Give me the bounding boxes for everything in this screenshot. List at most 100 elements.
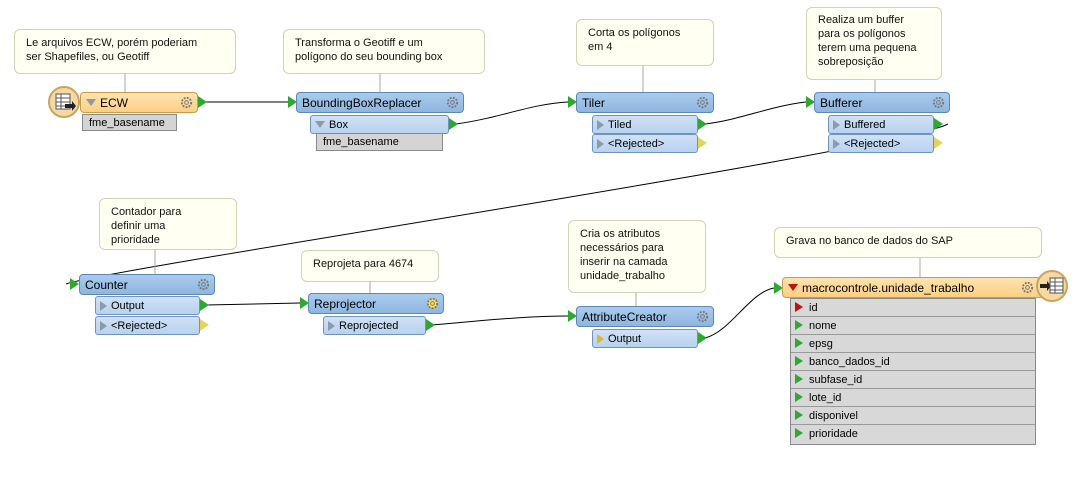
- attrcreator-header[interactable]: AttributeCreator: [576, 306, 714, 327]
- annotation-bbox: Transforma o Geotiff e um polígono do se…: [283, 29, 485, 74]
- writer-attribute-label: subfase_id: [809, 373, 863, 386]
- tiler-input-arrow-icon[interactable]: [568, 96, 577, 108]
- bufferer-port-buffered-label: Buffered: [844, 118, 886, 131]
- bbox-name: BoundingBoxReplacer: [302, 95, 422, 110]
- bufferer-port-rejected[interactable]: <Rejected>: [828, 134, 934, 153]
- bbox-port-box[interactable]: Box: [310, 115, 449, 134]
- reader-ecw-name: ECW: [100, 95, 128, 110]
- bbox-port-label: Box: [329, 118, 348, 131]
- bufferer-port-rejected-label: <Rejected>: [844, 137, 901, 150]
- tiler-output-arrow-icon[interactable]: [698, 118, 707, 130]
- reader-ecw-header[interactable]: ECW: [80, 92, 198, 113]
- annotation-attrcreator: Cria os atributos necessários para inser…: [568, 220, 706, 293]
- tiler-name: Tiler: [582, 95, 605, 110]
- wire-tiler-bufferer: [704, 101, 807, 125]
- writer-attribute-list: id nome epsg banco_dados_id subfase_id l…: [790, 298, 1036, 445]
- counter-input-arrow-icon[interactable]: [70, 278, 79, 290]
- writer-attribute-row[interactable]: epsg: [791, 335, 1035, 353]
- writer-header[interactable]: macrocontrole.unidade_trabalho: [782, 277, 1044, 298]
- attrcreator-name: AttributeCreator: [582, 309, 667, 324]
- attrcreator-output-arrow-icon[interactable]: [698, 332, 707, 344]
- reader-attribute: fme_basename: [82, 114, 177, 131]
- reader-output-arrow-icon[interactable]: [198, 96, 207, 108]
- port-triangle-icon: [100, 300, 107, 311]
- reader-icon[interactable]: [48, 86, 80, 118]
- port-triangle-icon: [597, 138, 604, 149]
- gear-icon[interactable]: [445, 95, 460, 110]
- attribute-input-icon: [795, 374, 803, 384]
- collapse-icon[interactable]: [86, 99, 96, 106]
- gear-icon[interactable]: [931, 95, 946, 110]
- bufferer-output-arrow-icon[interactable]: [934, 118, 943, 130]
- collapse-icon[interactable]: [788, 284, 798, 291]
- wire-counter-reprojector: [205, 302, 301, 306]
- tiler-port-tiled-label: Tiled: [608, 118, 632, 131]
- port-triangle-icon: [597, 119, 604, 130]
- writer-attribute-row[interactable]: prioridade: [791, 425, 1035, 443]
- attribute-input-icon: [795, 302, 803, 312]
- attribute-input-icon: [795, 356, 803, 366]
- attrcreator-port-output-label: Output: [608, 332, 642, 345]
- counter-rejected-arrow-icon[interactable]: [200, 319, 209, 331]
- port-triangle-icon: [833, 119, 840, 130]
- counter-port-output[interactable]: Output: [95, 296, 200, 315]
- reprojector-output-arrow-icon[interactable]: [426, 319, 435, 331]
- attrcreator-input-arrow-icon[interactable]: [568, 310, 577, 322]
- writer-attribute-row[interactable]: disponivel: [791, 407, 1035, 425]
- bufferer-input-arrow-icon[interactable]: [806, 96, 815, 108]
- gear-icon[interactable]: [695, 309, 710, 324]
- tiler-rejected-arrow-icon[interactable]: [698, 137, 707, 149]
- table-icon: [55, 93, 76, 111]
- tiler-port-rejected[interactable]: <Rejected>: [592, 134, 698, 153]
- writer-icon[interactable]: [1036, 270, 1068, 302]
- port-triangle-icon: [100, 320, 107, 331]
- counter-port-rejected[interactable]: <Rejected>: [95, 316, 200, 335]
- bbox-header[interactable]: BoundingBoxReplacer: [296, 92, 464, 113]
- attrcreator-port-output[interactable]: Output: [592, 329, 698, 348]
- counter-header[interactable]: Counter: [79, 274, 215, 295]
- reprojector-header[interactable]: Reprojector: [308, 293, 444, 314]
- gear-icon[interactable]: [425, 296, 440, 311]
- writer-attribute-row[interactable]: nome: [791, 317, 1035, 335]
- writer-attribute-row[interactable]: id: [791, 299, 1035, 317]
- bbox-input-arrow-icon[interactable]: [288, 96, 297, 108]
- gear-icon[interactable]: [695, 95, 710, 110]
- attribute-input-icon: [795, 392, 803, 402]
- gear-icon[interactable]: [196, 277, 211, 292]
- reprojector-port-reprojected[interactable]: Reprojected: [323, 316, 426, 335]
- annotation-tiler: Corta os polígonos em 4: [576, 19, 714, 66]
- reprojector-input-arrow-icon[interactable]: [300, 297, 309, 309]
- writer-input-arrow-icon[interactable]: [774, 282, 783, 294]
- tiler-port-rejected-label: <Rejected>: [608, 137, 665, 150]
- writer-attribute-label: id: [809, 301, 818, 314]
- counter-output-arrow-icon[interactable]: [200, 299, 209, 311]
- attribute-input-icon: [795, 338, 803, 348]
- tiler-header[interactable]: Tiler: [576, 92, 714, 113]
- port-triangle-icon: [833, 138, 840, 149]
- writer-attribute-row[interactable]: banco_dados_id: [791, 353, 1035, 371]
- reprojector-port-reprojected-label: Reprojected: [339, 319, 399, 332]
- attribute-input-icon: [795, 320, 803, 330]
- annotation-reprojector: Reprojeta para 4674: [301, 250, 439, 282]
- attribute-input-icon: [795, 410, 803, 420]
- writer-attribute-label: lote_id: [809, 391, 842, 404]
- tiler-port-tiled[interactable]: Tiled: [592, 115, 698, 134]
- bufferer-port-buffered[interactable]: Buffered: [828, 115, 934, 134]
- writer-attribute-label: nome: [809, 319, 837, 332]
- writer-attribute-label: banco_dados_id: [809, 355, 890, 368]
- writer-attribute-label: disponivel: [809, 409, 858, 422]
- bufferer-rejected-arrow-icon[interactable]: [934, 137, 943, 149]
- writer-attribute-row[interactable]: lote_id: [791, 389, 1035, 407]
- gear-icon[interactable]: [179, 95, 194, 110]
- bbox-output-arrow-icon[interactable]: [449, 118, 458, 130]
- writer-attribute-row[interactable]: subfase_id: [791, 371, 1035, 389]
- writer-name: macrocontrole.unidade_trabalho: [802, 280, 975, 295]
- wire-bbox-tiler: [455, 101, 569, 125]
- writer-attribute-label: epsg: [809, 337, 833, 350]
- writer-attribute-label: prioridade: [809, 428, 858, 440]
- attribute-input-icon: [795, 428, 803, 438]
- gear-icon[interactable]: [1020, 280, 1035, 295]
- bufferer-header[interactable]: Bufferer: [814, 92, 950, 113]
- port-triangle-icon: [328, 320, 335, 331]
